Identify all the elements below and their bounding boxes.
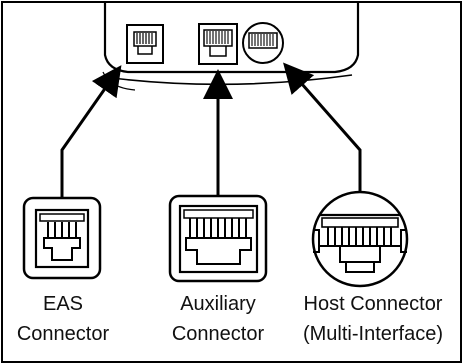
- eas-label-line2: Connector: [17, 323, 110, 345]
- device-auxiliary-port-icon: [198, 23, 238, 65]
- host-label-line2: (Multi-Interface): [303, 323, 443, 345]
- host-arrow: [283, 62, 362, 205]
- eas-label-line1: EAS: [43, 293, 83, 315]
- device-host-port-icon: [242, 22, 284, 64]
- auxiliary-connector-icon: [168, 194, 268, 283]
- host-label-line1: Host Connector: [304, 293, 443, 315]
- auxiliary-label-line1: Auxiliary: [180, 293, 256, 315]
- device-eas-port-icon: [126, 24, 164, 64]
- eas-arrow: [60, 65, 122, 205]
- eas-connector-icon: [22, 196, 102, 280]
- host-connector-icon: [311, 190, 409, 288]
- auxiliary-label-line2: Connector: [172, 323, 265, 345]
